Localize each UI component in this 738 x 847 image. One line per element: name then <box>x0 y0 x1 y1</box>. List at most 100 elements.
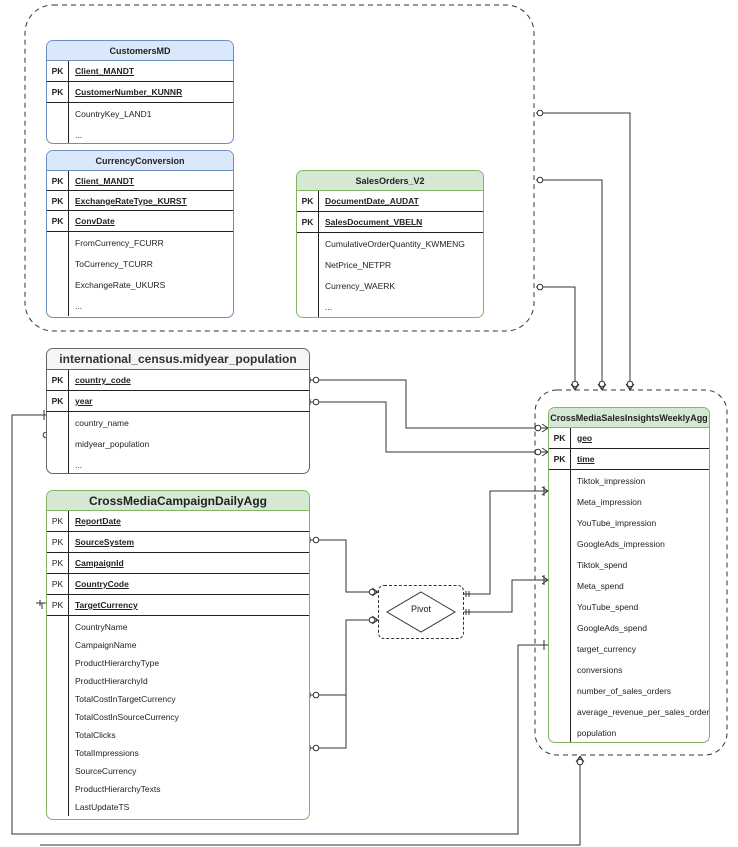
pk-tag: PK <box>47 211 69 231</box>
source-group-boundary <box>24 4 535 332</box>
connector-census-year <box>310 401 548 453</box>
pk-tag: PK <box>47 191 69 210</box>
attribute-list: FromCurrency_FCURR ToCurrency_TCURR Exch… <box>47 232 233 316</box>
pk-tag: PK <box>47 61 69 81</box>
attribute-row: number_of_sales_orders <box>577 685 672 696</box>
attribute-row: ProductHierarchyId <box>75 676 148 686</box>
attribute-row: Tiktok_impression <box>577 475 646 486</box>
attribute-row: target_currency <box>577 643 637 654</box>
key-row: PK year <box>47 391 309 412</box>
connector-campaign-pivot-3 <box>310 620 347 749</box>
attribute-row: ... <box>75 300 83 311</box>
key-row: PK Client_MANDT <box>47 171 233 191</box>
connector-insights-bottom <box>40 756 581 846</box>
key-row: PK CampaignId <box>47 553 309 574</box>
attribute-row: YouTube_spend <box>577 601 639 612</box>
attribute-row: average_revenue_per_sales_order <box>577 706 710 717</box>
connector-census-code <box>310 379 548 429</box>
connector-census-campaign <box>11 414 548 835</box>
pk-tag: PK <box>47 532 69 552</box>
key-name: CountryCode <box>75 579 129 589</box>
attribute-row: TotalImpressions <box>75 748 139 758</box>
pk-tag: PK <box>47 370 69 390</box>
key-name: ConvDate <box>75 216 115 226</box>
key-name: CampaignId <box>75 558 124 568</box>
attribute-row: CountryName <box>75 622 128 632</box>
entity-census-population[interactable]: international_census.midyear_population … <box>46 348 310 474</box>
entity-title: CustomersMD <box>47 41 233 61</box>
attribute-row: YouTube_impression <box>577 517 657 528</box>
key-row: PK TargetCurrency <box>47 595 309 616</box>
attribute-row: ... <box>325 301 333 312</box>
attribute-row: GoogleAds_impression <box>577 538 665 549</box>
attribute-row: country_name <box>75 417 129 428</box>
pivot-step-frame[interactable] <box>378 585 464 639</box>
attribute-row: ProductHierarchyType <box>75 658 160 668</box>
key-name: ExchangeRateType_KURST <box>75 195 187 206</box>
pk-tag: PK <box>297 212 319 232</box>
attribute-row: LastUpdateTS <box>75 802 130 812</box>
pk-tag: PK <box>47 595 69 615</box>
entity-title: CurrencyConversion <box>47 151 233 171</box>
attribute-row: ToCurrency_TCURR <box>75 258 153 269</box>
attribute-row: NetPrice_NETPR <box>325 259 392 270</box>
connector-pivot-insights-2 <box>464 579 548 613</box>
attribute-row: SourceCurrency <box>75 766 137 776</box>
attribute-list: country_name midyear_population ... <box>47 412 309 473</box>
attribute-row: TotalClicks <box>75 730 116 740</box>
key-name: TargetCurrency <box>75 600 138 610</box>
pivot-diamond <box>386 591 456 633</box>
entity-title: SalesOrders_V2 <box>297 171 483 191</box>
pivot-label: Pivot <box>410 604 431 614</box>
attribute-row: midyear_population <box>75 438 150 449</box>
attribute-row: TotalCostInTargetCurrency <box>75 694 176 704</box>
key-name: Client_MANDT <box>75 66 135 76</box>
key-row: PK ExchangeRateType_KURST <box>47 191 233 211</box>
key-name: year <box>75 396 93 406</box>
connector-pivot-insights-1 <box>464 490 548 595</box>
key-row: PK Client_MANDT <box>47 61 233 82</box>
pk-tag: PK <box>47 511 69 531</box>
key-row: PK country_code <box>47 370 309 391</box>
attribute-row: FromCurrency_FCURR <box>75 237 164 248</box>
attribute-list: CountryName CampaignName ProductHierarch… <box>47 616 309 816</box>
key-name: time <box>577 454 595 464</box>
attribute-row: ... <box>75 459 83 470</box>
key-row: PK time <box>549 449 709 470</box>
pk-tag: PK <box>47 82 69 102</box>
pk-tag: PK <box>549 428 571 448</box>
key-name: country_code <box>75 375 131 385</box>
pk-tag: PK <box>47 553 69 573</box>
connector-campaign-pivot-1 <box>310 539 378 593</box>
attribute-row: ... <box>75 129 83 140</box>
attribute-row: CountryKey_LAND1 <box>75 108 152 119</box>
attribute-row: Tiktok_spend <box>577 559 628 570</box>
attribute-row: Meta_spend <box>577 580 624 591</box>
attribute-list: Tiktok_impression Meta_impression YouTub… <box>549 470 710 742</box>
pk-tag: PK <box>47 171 69 190</box>
attribute-row: conversions <box>577 664 623 675</box>
attribute-row: GoogleAds_spend <box>577 622 647 633</box>
attribute-list: CumulativeOrderQuantity_KWMENG NetPrice_… <box>297 233 483 317</box>
key-name: Client_MANDT <box>75 175 135 186</box>
key-row: PK CountryCode <box>47 574 309 595</box>
entity-currency-conversion[interactable]: CurrencyConversion PK Client_MANDT PK Exch… <box>46 150 234 318</box>
attribute-row: ExchangeRate_UKURS <box>75 279 166 290</box>
entity-title: CrossMediaCampaignDailyAgg <box>47 491 309 511</box>
attribute-row: TotalCostInSourceCurrency <box>75 712 179 722</box>
target-group-boundary <box>534 389 728 756</box>
pk-tag: PK <box>47 574 69 594</box>
pk-tag: PK <box>47 391 69 411</box>
pk-tag: PK <box>549 449 571 469</box>
key-row: PK ConvDate <box>47 211 233 232</box>
attribute-row: ProductHierarchyTexts <box>75 784 161 794</box>
attribute-list: CountryKey_LAND1 ... <box>47 103 233 143</box>
